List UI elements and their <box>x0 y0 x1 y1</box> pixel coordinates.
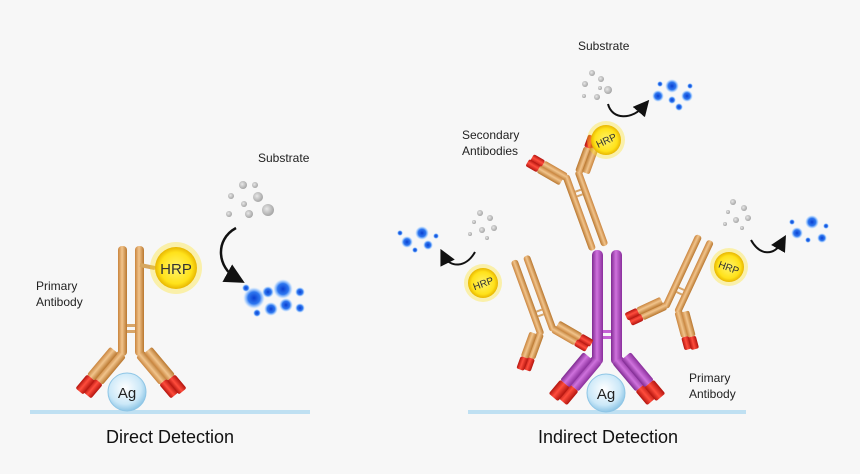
indirect-substrate-right <box>723 199 751 230</box>
indirect-substrate-top <box>582 70 612 100</box>
indirect-product-left <box>397 226 439 253</box>
direct-hrp-enzyme <box>155 247 197 289</box>
indirect-hrp-top <box>591 125 621 155</box>
indirect-detection-panel: Ag HRP HRP HRP Substrate <box>397 39 829 447</box>
direct-substrate-particles <box>226 181 274 218</box>
direct-primary-label-line2: Antibody <box>36 295 83 309</box>
indirect-antigen-label: Ag <box>597 386 615 403</box>
direct-hrp-linker <box>139 263 156 270</box>
indirect-secondary-label-line1: Secondary <box>462 128 519 142</box>
indirect-arrow-right <box>750 235 786 254</box>
indirect-product-right <box>789 215 829 243</box>
indirect-primary-label-line1: Primary <box>689 371 730 385</box>
direct-colored-product <box>242 279 305 317</box>
indirect-substrate-left <box>468 210 497 240</box>
direct-detection-panel: Ag HRP Substrate Primary <box>30 151 310 447</box>
indirect-detection-title: Indirect Detection <box>538 427 678 447</box>
indirect-secondary-label-line2: Antibodies <box>462 144 518 158</box>
secondary-antibody-left <box>481 243 597 376</box>
direct-hrp-label: HRP <box>160 261 192 278</box>
secondary-antibody-right <box>621 220 743 356</box>
direct-antigen <box>107 372 147 412</box>
indirect-product-top <box>652 79 693 111</box>
indirect-arrow-left <box>440 248 476 267</box>
indirect-arrow-top <box>607 99 650 118</box>
direct-primary-label-line1: Primary <box>36 279 77 293</box>
indirect-substrate-label: Substrate <box>578 39 630 53</box>
indirect-hrp-left <box>468 268 498 298</box>
direct-antigen-label: Ag <box>118 385 136 402</box>
indirect-antigen <box>586 373 626 413</box>
indirect-hrp-right <box>714 252 744 282</box>
direct-surface <box>30 410 310 414</box>
indirect-primary-label-line2: Antibody <box>689 387 736 401</box>
direct-reaction-arrow <box>219 226 245 283</box>
direct-substrate-label: Substrate <box>258 151 310 165</box>
direct-detection-title: Direct Detection <box>106 427 234 447</box>
